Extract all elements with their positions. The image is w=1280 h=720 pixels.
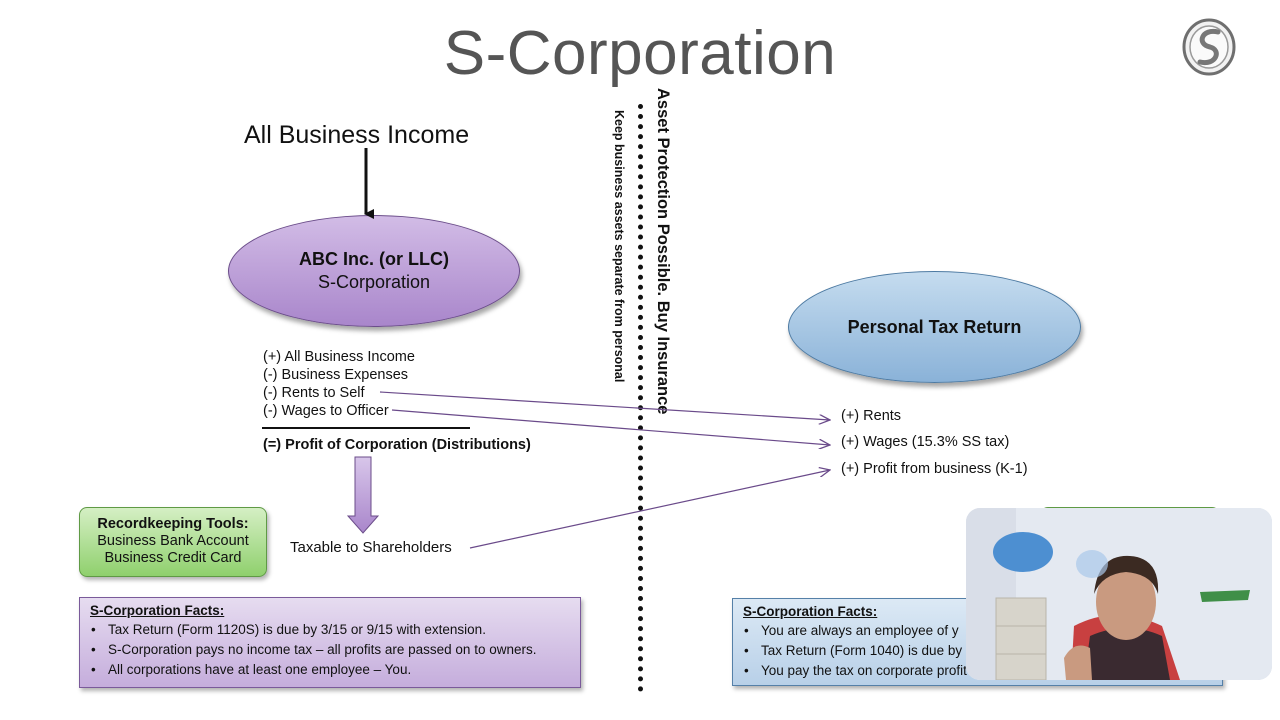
recordkeeping-item: Business Bank Account <box>97 533 249 549</box>
corp-facts-title: S-Corporation Facts: <box>90 603 225 618</box>
corporation-name: ABC Inc. (or LLC) <box>299 249 449 269</box>
divider-main-text: Asset Protection Possible. Buy Insurance <box>654 88 672 415</box>
corp-fact-item: All corporations have at least one emplo… <box>90 662 570 677</box>
recordkeeping-item: Business Credit Card <box>104 550 242 566</box>
s-swirl-logo-icon <box>1182 18 1236 76</box>
recordkeeping-box: Recordkeeping Tools: Business Bank Accou… <box>79 507 267 577</box>
distribution-block-arrow <box>346 456 380 534</box>
calc-line: (-) Business Expenses <box>263 367 409 383</box>
corp-fact-item: S-Corporation pays no income tax – all p… <box>90 642 570 657</box>
rents-connector <box>379 391 830 420</box>
personal-fact-item: You pay the tax on corporate profit <box>743 663 1212 678</box>
income-heading: All Business Income <box>244 121 470 149</box>
calculation-list: (+) All Business Income (-) Business Exp… <box>263 348 415 420</box>
profit-connector <box>469 470 830 549</box>
taxable-label: Taxable to Shareholders <box>290 539 452 556</box>
calc-line: (+) All Business Income <box>263 349 415 365</box>
personal-tax-oval: Personal Tax Return <box>788 271 1081 383</box>
presenter-webcam <box>966 508 1272 680</box>
personal-line: (+) Profit from business (K-1) <box>841 461 1028 477</box>
dotted-divider <box>638 104 643 692</box>
personal-line: (+) Rents <box>841 408 902 424</box>
calc-result: (=) Profit of Corporation (Distributions… <box>263 437 531 453</box>
calc-line: (-) Rents to Self <box>263 385 365 401</box>
corp-fact-item: Tax Return (Form 1120S) is due by 3/15 o… <box>90 622 570 637</box>
corporation-oval: ABC Inc. (or LLC) S-Corporation <box>228 215 520 327</box>
slide-title: S-Corporation <box>443 19 837 88</box>
calc-underline <box>262 427 470 429</box>
calc-line: (-) Wages to Officer <box>263 403 389 419</box>
corporation-type: S-Corporation <box>317 272 431 292</box>
recordkeeping-title: Recordkeeping Tools: <box>97 516 249 532</box>
personal-fact-item: Tax Return (Form 1040) is due by <box>743 643 1212 658</box>
personal-fact-item: You are always an employee of y <box>743 623 1212 638</box>
divider-sub-text: Keep business assets separate from perso… <box>612 110 626 383</box>
personal-line: (+) Wages (15.3% SS tax) <box>841 434 1010 450</box>
personal-facts-title: S-Corporation Facts: <box>743 604 878 619</box>
corp-facts-box: S-Corporation Facts: Tax Return (Form 11… <box>79 597 581 688</box>
personal-title: Personal Tax Return <box>847 316 1022 337</box>
